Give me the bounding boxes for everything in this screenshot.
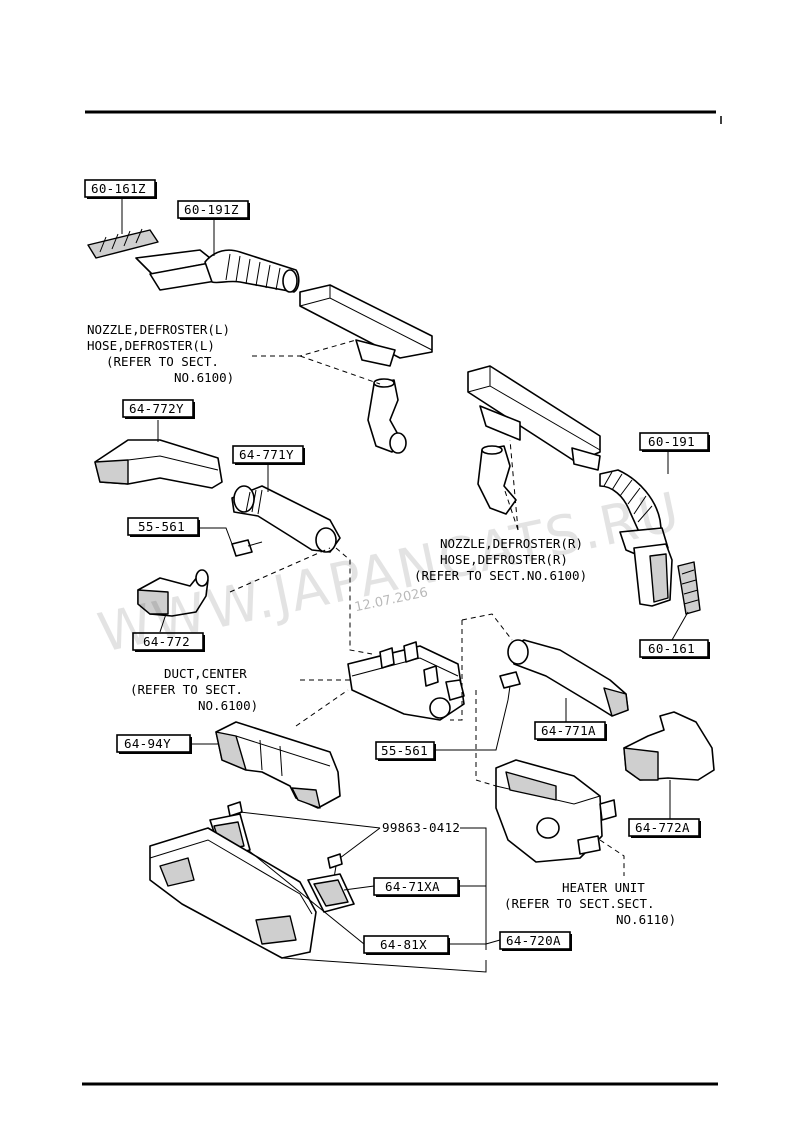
part-label-55-561-right[interactable]: 55-561: [375, 741, 436, 761]
svg-text:60-161: 60-161: [648, 641, 695, 656]
defroster-nozzle-right-part: [633, 543, 673, 607]
svg-text:NOZZLE,DEFROSTER(L): NOZZLE,DEFROSTER(L): [87, 322, 230, 337]
part-label-64-772a[interactable]: 64-772A: [628, 818, 701, 838]
svg-text:55-561: 55-561: [138, 519, 185, 534]
vent-duct-left-lower-part: [137, 569, 209, 617]
part-label-60-161z[interactable]: 60-161Z: [84, 179, 157, 199]
svg-text:(REFER TO SECT.NO.6100): (REFER TO SECT.NO.6100): [414, 568, 587, 583]
vent-duct-right-lower-part: [623, 711, 715, 781]
part-label-64-81x[interactable]: 64-81X: [363, 935, 450, 955]
part-label-64-771a[interactable]: 64-771A: [534, 721, 607, 741]
svg-text:(REFER TO SECT.SECT.: (REFER TO SECT.SECT.: [504, 896, 655, 911]
center-vent-part: [215, 721, 341, 809]
panel-part: [149, 827, 317, 959]
svg-text:55-561: 55-561: [381, 743, 428, 758]
part-label-60-191z[interactable]: 60-191Z: [177, 200, 250, 220]
svg-text:(REFER TO SECT.: (REFER TO SECT.: [106, 354, 219, 369]
screw-left-part: [231, 539, 263, 557]
svg-text:HOSE,DEFROSTER(R): HOSE,DEFROSTER(R): [440, 552, 568, 567]
vent-grille-right-part: [307, 873, 355, 913]
heater-unit-part: [495, 759, 617, 863]
svg-text:NO.6110): NO.6110): [616, 912, 676, 927]
part-label-55-561-left[interactable]: 55-561: [127, 517, 200, 537]
svg-text:64-81X: 64-81X: [380, 937, 427, 952]
part-label-60-191[interactable]: 60-191: [639, 432, 710, 452]
defroster-grille-left-part: [87, 228, 159, 259]
svg-text:NO.6100): NO.6100): [174, 370, 234, 385]
part-label-64-772[interactable]: 64-772: [132, 632, 205, 652]
svg-text:64-772Y: 64-772Y: [129, 401, 184, 416]
svg-text:64-94Y: 64-94Y: [124, 736, 171, 751]
svg-text:DUCT,CENTER: DUCT,CENTER: [164, 666, 247, 681]
vent-duct-left-upper-part: [94, 439, 223, 489]
svg-text:60-161Z: 60-161Z: [91, 181, 146, 196]
defroster-grille-right-part: [677, 561, 701, 615]
defroster-nozzle-left-part: [135, 249, 300, 293]
part-label-99863-0412[interactable]: 99863-0412: [382, 820, 460, 835]
defroster-hose-r-part: [477, 445, 517, 515]
svg-text:(REFER TO SECT.: (REFER TO SECT.: [130, 682, 243, 697]
note-defroster-left: NOZZLE,DEFROSTER(L) HOSE,DEFROSTER(L) (R…: [87, 322, 234, 385]
vent-duct-left-part: [231, 485, 341, 553]
svg-text:64-771A: 64-771A: [541, 723, 596, 738]
part-label-64-771y[interactable]: 64-771Y: [232, 445, 305, 465]
center-duct-part: [347, 641, 465, 721]
svg-text:NO.6100): NO.6100): [198, 698, 258, 713]
screw-right-part: [499, 671, 521, 701]
defroster-hose-l-part: [367, 378, 407, 454]
note-heater-unit: HEATER UNIT (REFER TO SECT.SECT. NO.6110…: [504, 880, 676, 927]
svg-text:HOSE,DEFROSTER(L): HOSE,DEFROSTER(L): [87, 338, 215, 353]
watermark: WWW.JAPANCATS.RU: [93, 480, 687, 665]
part-label-64-772y[interactable]: 64-772Y: [122, 399, 195, 419]
part-label-64-720a[interactable]: 64-720A: [499, 931, 572, 951]
svg-text:64-720A: 64-720A: [506, 933, 561, 948]
svg-text:NOZZLE,DEFROSTER(R): NOZZLE,DEFROSTER(R): [440, 536, 583, 551]
svg-text:64-71XA: 64-71XA: [385, 879, 440, 894]
note-defroster-right: NOZZLE,DEFROSTER(R) HOSE,DEFROSTER(R) (R…: [414, 536, 587, 583]
svg-text:64-772A: 64-772A: [635, 820, 690, 835]
svg-text:60-191Z: 60-191Z: [184, 202, 239, 217]
svg-text:64-772: 64-772: [143, 634, 190, 649]
svg-text:64-771Y: 64-771Y: [239, 447, 294, 462]
part-label-64-71xa[interactable]: 64-71XA: [373, 877, 460, 897]
part-label-60-161[interactable]: 60-161: [639, 639, 710, 659]
svg-text:HEATER UNIT: HEATER UNIT: [562, 880, 645, 895]
svg-text:60-191: 60-191: [648, 434, 695, 449]
part-label-64-94y[interactable]: 64-94Y: [116, 734, 192, 754]
defroster-nozzle-r-part: [467, 365, 601, 471]
vent-duct-right-part: [507, 639, 629, 717]
note-duct-center: DUCT,CENTER (REFER TO SECT. NO.6100): [130, 666, 258, 713]
defroster-nozzle-l-part: [299, 284, 433, 367]
